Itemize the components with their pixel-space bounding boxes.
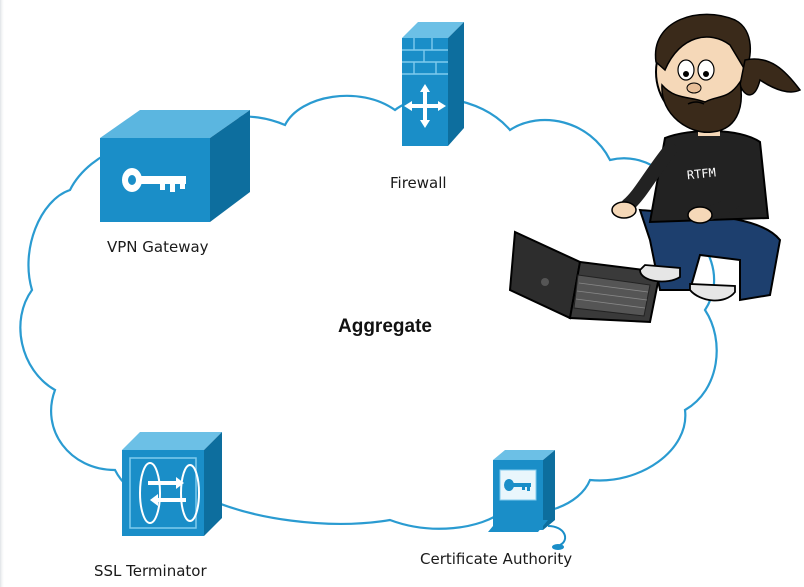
shirt-text: RTFM [686,165,716,182]
firewall-icon [402,22,464,146]
vpn-gateway-icon [100,110,250,222]
certificate-server-icon [488,450,567,550]
ssl-terminator-icon [122,432,222,536]
center-label: Aggregate [338,316,432,337]
node-label-certificate-authority: Certificate Authority [420,550,573,568]
key-icon [122,168,186,192]
node-label-vpn-gateway: VPN Gateway [107,238,209,256]
node-label-firewall: Firewall [390,174,447,192]
laptop-icon [508,230,662,324]
cloud-outline [19,94,718,530]
small-key-icon [504,479,531,491]
node-label-ssl-terminator: SSL Terminator [94,562,207,580]
person-with-laptop-illustration: RTFM [508,13,802,324]
router-arrows-icon [404,84,446,128]
bidirectional-arrows-icon [148,477,186,506]
